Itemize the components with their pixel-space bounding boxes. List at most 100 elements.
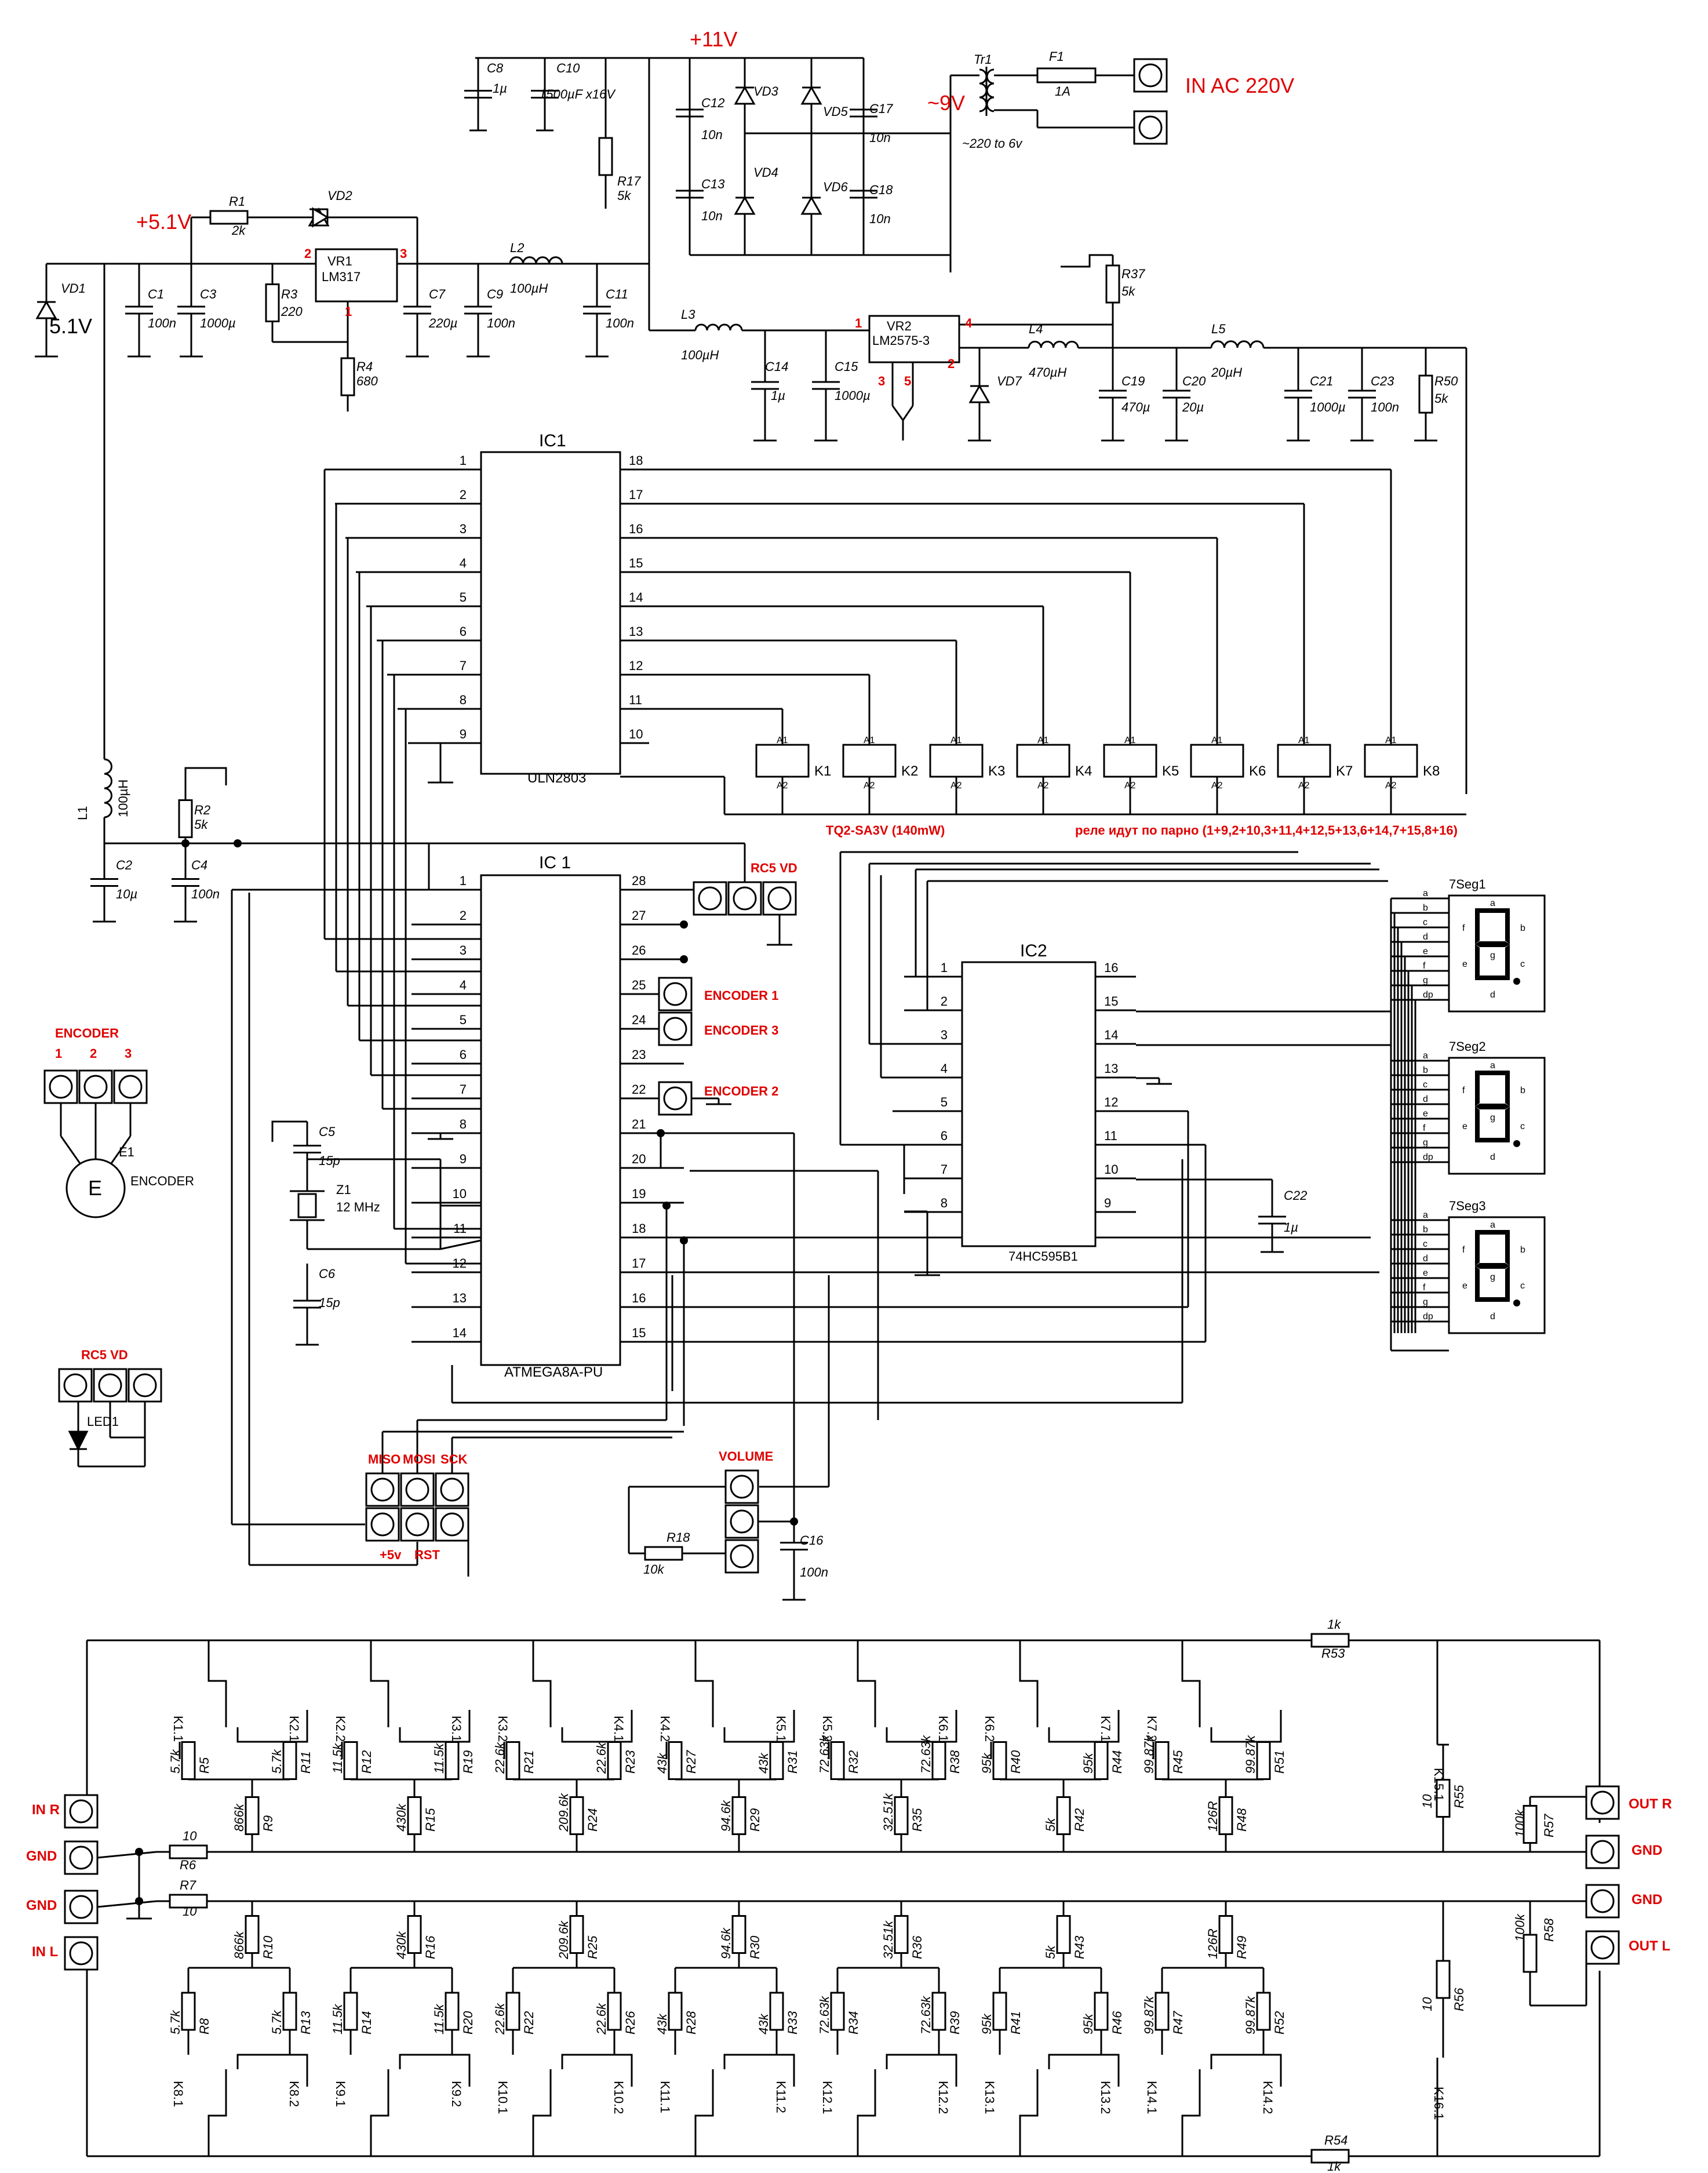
label: 18 (632, 1221, 646, 1236)
label: 7 (460, 1082, 467, 1097)
wire (857, 1640, 876, 1727)
wire (1048, 2054, 1120, 2087)
label: 11 (1104, 1129, 1117, 1143)
gnd-terminal-1 (69, 1846, 93, 1870)
segment-d (1475, 976, 1510, 980)
l1-inductor (104, 758, 112, 818)
label: 22 (632, 1082, 646, 1097)
label: C14 (765, 359, 788, 374)
label: 1000µ (835, 388, 871, 403)
wire (723, 2054, 795, 2087)
wire (271, 1120, 307, 1142)
label: 1000µ (1310, 400, 1346, 414)
segment-g (1475, 1104, 1510, 1109)
label: K12.1 (820, 2081, 835, 2114)
label: 1 (460, 873, 467, 888)
label: C21 (1310, 374, 1333, 388)
label: 209.6k (556, 1793, 571, 1832)
label: R32 (846, 1750, 861, 1774)
label: R12 (359, 1750, 374, 1774)
segment-a (1475, 908, 1510, 913)
label: g (1423, 1138, 1428, 1148)
series-res-bot (668, 1992, 683, 2031)
label: 470µH (1029, 365, 1066, 380)
label: IN R (32, 1802, 60, 1818)
label: R46 (1110, 2011, 1124, 2034)
label: R44 (1110, 1750, 1124, 1774)
segment-b (1505, 908, 1510, 944)
label: 11 (453, 1221, 467, 1236)
label: A1 (950, 736, 962, 745)
wire (207, 1640, 227, 1727)
r50-resistor (1418, 374, 1433, 414)
wire (1019, 2069, 1039, 2156)
volume-pin-1 (730, 1475, 754, 1499)
label: d (1490, 990, 1495, 1000)
label: 680 (356, 374, 378, 388)
label: MOSI (403, 1452, 435, 1466)
label: K4 (1075, 763, 1092, 779)
label: e (1462, 1122, 1467, 1131)
label: ENCODER (55, 1026, 119, 1040)
label: K1.1 (171, 1716, 185, 1742)
label: C22 (1284, 1188, 1307, 1203)
label: IN L (32, 1944, 58, 1960)
label: R24 (585, 1808, 600, 1832)
segment-c (1505, 1106, 1510, 1142)
volume-pin-2 (730, 1509, 754, 1534)
label: 43k (655, 1753, 669, 1774)
tr1-secondary (986, 68, 995, 112)
wire (1019, 1640, 1039, 1727)
label: R45 (1171, 1750, 1185, 1774)
label: dp (1423, 1312, 1433, 1322)
label: 5.7k (168, 2010, 183, 2034)
label: b (1423, 1225, 1428, 1235)
label: c (1423, 1080, 1427, 1090)
label: C15 (835, 359, 858, 374)
label: c (1520, 1281, 1525, 1291)
label: R1 (229, 194, 245, 209)
wire (723, 1710, 795, 1743)
label: K13.1 (982, 2081, 997, 2114)
shunt-res-top (1056, 1796, 1071, 1835)
out-r-terminal (1590, 1790, 1615, 1815)
label: 6 (941, 1129, 948, 1143)
label: 22.6k (594, 2003, 609, 2035)
label: 10 (453, 1186, 467, 1201)
mcu-title: IC 1 (539, 853, 571, 872)
label: 10 (1420, 1794, 1434, 1808)
label: dp (1423, 1152, 1433, 1162)
shunt-res-bot (1056, 1915, 1071, 1954)
label: A2 (1124, 781, 1136, 791)
label: 43k (756, 1753, 771, 1774)
label: 17 (629, 487, 643, 502)
label: R52 (1272, 2011, 1287, 2034)
vd4-diode (734, 195, 756, 215)
label: K11.2 (774, 2081, 788, 2113)
label: 4 (965, 316, 973, 330)
label: 5 (460, 590, 467, 605)
label: dp (1423, 990, 1433, 1000)
segment-a (1475, 1071, 1510, 1075)
label: 95k (1081, 1753, 1095, 1774)
segment-f (1475, 1230, 1480, 1266)
series-res-bot (1256, 1992, 1271, 2031)
label: R9 (261, 1815, 275, 1832)
label: VR2 (887, 319, 912, 333)
vr1-regulator (315, 248, 398, 303)
series-res-bot (931, 1992, 946, 2031)
label: R10 (261, 1935, 275, 1959)
vr2-regulator (868, 315, 960, 363)
label: K4.1 (611, 1716, 626, 1742)
isp-top-1 (370, 1477, 395, 1502)
label: C17 (869, 101, 893, 116)
label: GND (1631, 1892, 1662, 1908)
label: RC5 VD (81, 1348, 128, 1362)
shunt-res-top (731, 1796, 746, 1835)
encoder-pin-1 (49, 1075, 73, 1099)
series-res-top (769, 1741, 784, 1780)
encoder-1-terminal (663, 982, 687, 1006)
label: e (1423, 947, 1428, 956)
label: 72.63k (817, 1996, 832, 2034)
label: 24 (632, 1013, 646, 1027)
